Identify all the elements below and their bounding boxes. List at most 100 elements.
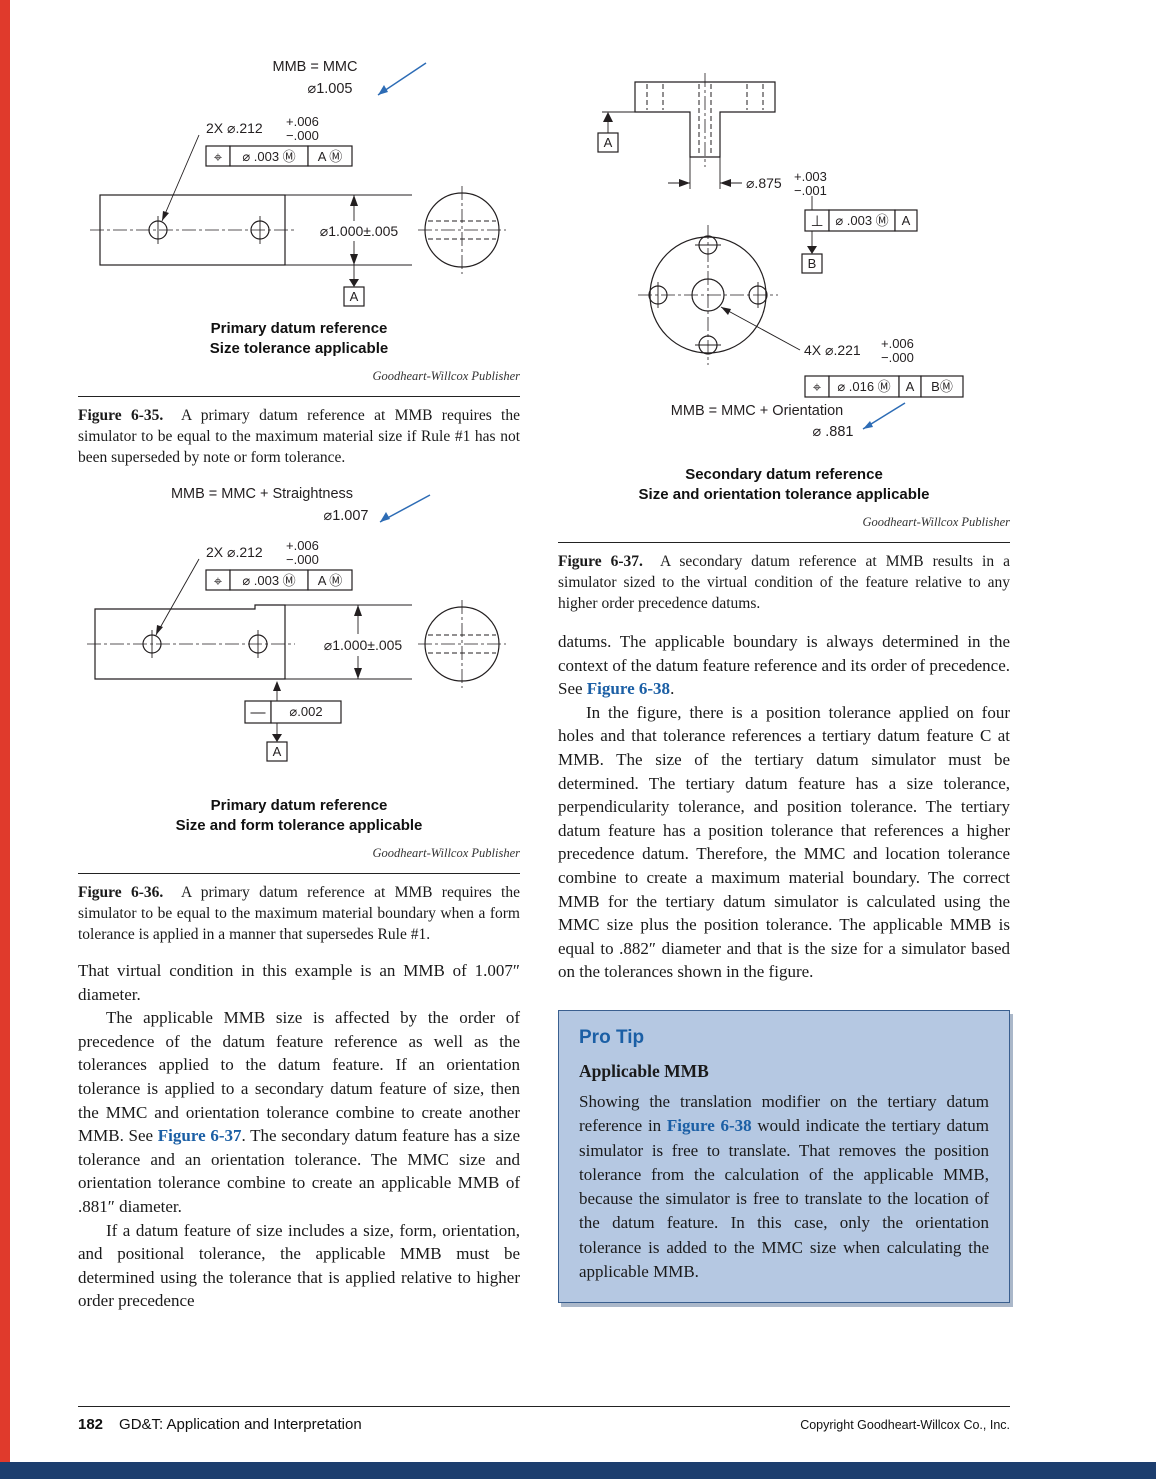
figure-6-36-drawing: MMB = MMC + Straightness ⌀1.007 2X ⌀.212… xyxy=(87,486,506,762)
pro-tip-heading: Pro Tip xyxy=(579,1026,645,1048)
fig35-credit: Goodheart-Willcox Publisher xyxy=(372,369,520,383)
fig35-title-block: Primary datum reference Size tolerance a… xyxy=(78,319,520,359)
left-column: MMB = MMC ⌀1.005 2X ⌀.212 +.006 −.000 ⌖ … xyxy=(78,55,520,1313)
fcf-datum-ref: A Ⓜ xyxy=(318,149,343,164)
figure-6-35-drawing: MMB = MMC ⌀1.005 2X ⌀.212 +.006 −.000 ⌖ … xyxy=(90,59,506,307)
fig35-mmb-label: MMB = MMC xyxy=(273,59,358,75)
book-title: GD&T: Application and Interpretation xyxy=(119,1416,362,1433)
figure-6-37-reference: Figure 6-37 xyxy=(157,1126,242,1146)
fig37-caption-label: Figure 6-37. xyxy=(558,553,643,570)
page-edge-red-bar xyxy=(0,0,10,1462)
fig36-mmb-callout: MMB = MMC + Straightness ⌀1.007 xyxy=(171,486,431,524)
fig36-straightness-fcf: — ⌀.002 xyxy=(244,681,342,724)
fig35-title-line2: Size tolerance applicable xyxy=(209,340,389,357)
fig37-title-line2: Size and orientation tolerance applicabl… xyxy=(638,486,930,503)
pro-tip-subheading: Applicable MMB xyxy=(579,1060,709,1081)
fig36-caption-text: A primary datum reference at MMB require… xyxy=(78,884,520,943)
figure-6-38-reference: Figure 6-38 xyxy=(586,679,671,699)
fig35-title-line1: Primary datum reference xyxy=(210,320,388,337)
position-symbol: ⌖ xyxy=(214,573,223,590)
fig36-end-view xyxy=(418,600,506,688)
fcf-datum-ref-b: BⓂ xyxy=(931,379,953,394)
fig37-holes-tol-lower: −.000 xyxy=(881,350,914,365)
fig36-hole-tol-lower: −.000 xyxy=(286,552,319,567)
fig36-title-line1: Primary datum reference xyxy=(210,797,388,814)
fig37-rule xyxy=(558,542,1010,543)
footer-left: 182 GD&T: Application and Interpretation xyxy=(78,1416,362,1433)
paragraph-text: datums. The applicable boundary is alway… xyxy=(558,632,1010,699)
figure-6-37-drawing: A ⌀.875 +.003 −.001 ⊥ ⌀ .003 Ⓜ A xyxy=(597,73,964,440)
right-column: A ⌀.875 +.003 −.001 ⊥ ⌀ .003 Ⓜ A xyxy=(558,55,1010,1313)
fig35-mmb-diameter: ⌀1.005 xyxy=(307,81,352,97)
fig35-caption-label: Figure 6-35. xyxy=(78,407,164,424)
fig37-stem-tol-lower: −.001 xyxy=(794,183,827,198)
pro-tip-body: Showing the translation modifier on the … xyxy=(579,1090,989,1284)
fig36-title-block: Primary datum reference Size and form to… xyxy=(78,796,520,836)
fig35-datum-a-flag: A xyxy=(343,265,365,307)
position-symbol: ⌖ xyxy=(813,379,822,396)
fcf-tolerance: ⌀ .016 Ⓜ xyxy=(837,379,890,394)
fig36-caption-label: Figure 6-36. xyxy=(78,884,164,901)
fig36-size-dimension: ⌀1.000±.005 xyxy=(285,604,412,680)
fcf-tolerance: ⌀ .003 Ⓜ xyxy=(242,149,295,164)
fig35-end-view xyxy=(418,186,506,274)
datum-a-label: A xyxy=(604,135,613,150)
right-paragraph-2: In the figure, there is a position toler… xyxy=(558,702,1010,982)
fig35-rule xyxy=(78,396,520,397)
fig35-caption-text: A primary datum reference at MMB require… xyxy=(78,407,520,466)
fcf-tolerance: ⌀ .003 Ⓜ xyxy=(242,573,295,588)
paragraph-text: . The secondary datum feature has a size… xyxy=(78,1126,520,1216)
fcf-tolerance: ⌀ .003 Ⓜ xyxy=(835,213,888,228)
fig35-size-dimension: ⌀1.000±.005 xyxy=(285,194,412,266)
fig37-stem-dim: ⌀.875 xyxy=(746,175,782,191)
fig37-perpendicularity-fcf: ⊥ ⌀ .003 Ⓜ A xyxy=(804,196,918,232)
fig37-holes-dimension: 4X ⌀.221 +.006 −.000 xyxy=(720,306,914,365)
fig36-credit: Goodheart-Willcox Publisher xyxy=(372,846,520,860)
fig37-title-block: Secondary datum reference Size and orien… xyxy=(558,465,1010,505)
fig37-title-line1: Secondary datum reference xyxy=(685,466,883,483)
fig37-position-fcf: ⌖ ⌀ .016 Ⓜ A BⓂ xyxy=(804,375,964,398)
fig35-part-side-view xyxy=(90,194,295,266)
fig37-mmb-diameter: ⌀ .881 xyxy=(813,424,854,440)
fig36-hole-dimension: 2X ⌀.212 +.006 −.000 xyxy=(155,538,319,636)
fig36-position-fcf: ⌖ ⌀ .003 Ⓜ A Ⓜ xyxy=(205,569,353,591)
fcf-datum-ref: A Ⓜ xyxy=(318,573,343,588)
page-content: MMB = MMC ⌀1.005 2X ⌀.212 +.006 −.000 ⌖ … xyxy=(78,55,1010,1313)
fig36-datum-a-flag: A xyxy=(266,723,288,762)
fig37-datum-a-flag: A xyxy=(597,111,635,153)
fig35-hole-dimension: 2X ⌀.212 +.006 −.000 xyxy=(161,114,319,222)
fcf-datum-ref: A xyxy=(902,213,911,228)
straightness-symbol: — xyxy=(251,704,266,721)
fig35-caption: Figure 6-35. A primary datum reference a… xyxy=(78,405,520,468)
fig36-title-line2: Size and form tolerance applicable xyxy=(175,817,423,834)
position-symbol: ⌖ xyxy=(214,149,223,166)
right-paragraph-1: datums. The applicable boundary is alway… xyxy=(558,630,1010,701)
fig37-stem-tol-upper: +.003 xyxy=(794,169,827,184)
perpendicularity-symbol: ⊥ xyxy=(810,213,823,230)
fig37-caption-text: A secondary datum reference at MMB resul… xyxy=(558,553,1010,612)
fig37-mmb-callout: MMB = MMC + Orientation ⌀ .881 xyxy=(671,402,906,440)
page-number: 182 xyxy=(78,1416,104,1433)
fig37-datum-b-flag: B xyxy=(801,231,823,274)
fig36-mmb-label: MMB = MMC + Straightness xyxy=(171,486,353,502)
pro-tip-box: Pro Tip Applicable MMB Showing the trans… xyxy=(558,1009,1010,1304)
left-paragraph-3: If a datum feature of size includes a si… xyxy=(78,1220,520,1311)
page-bottom-blue-bar xyxy=(0,1462,1156,1479)
fig35-mmb-callout: MMB = MMC ⌀1.005 xyxy=(273,59,427,97)
fig37-mmb-label: MMB = MMC + Orientation xyxy=(671,403,843,419)
straightness-tolerance: ⌀.002 xyxy=(289,704,322,719)
fcf-datum-ref-a: A xyxy=(906,379,915,394)
datum-a-label: A xyxy=(350,289,359,304)
figure-6-38-reference: Figure 6-38 xyxy=(666,1116,752,1136)
datum-a-label: A xyxy=(273,744,282,759)
left-paragraph-1: That virtual condition in this example i… xyxy=(78,961,520,1004)
fig36-part-side-view xyxy=(87,604,295,680)
fig36-size-dim: ⌀1.000±.005 xyxy=(324,637,403,653)
paragraph-text: The applicable MMB size is affected by t… xyxy=(78,1008,520,1146)
footer-copyright: Copyright Goodheart-Willcox Co., Inc. xyxy=(800,1418,1010,1432)
datum-b-label: B xyxy=(808,256,817,271)
fig35-hole-tol-lower: −.000 xyxy=(286,128,319,143)
fig37-holes-tol-upper: +.006 xyxy=(881,336,914,351)
